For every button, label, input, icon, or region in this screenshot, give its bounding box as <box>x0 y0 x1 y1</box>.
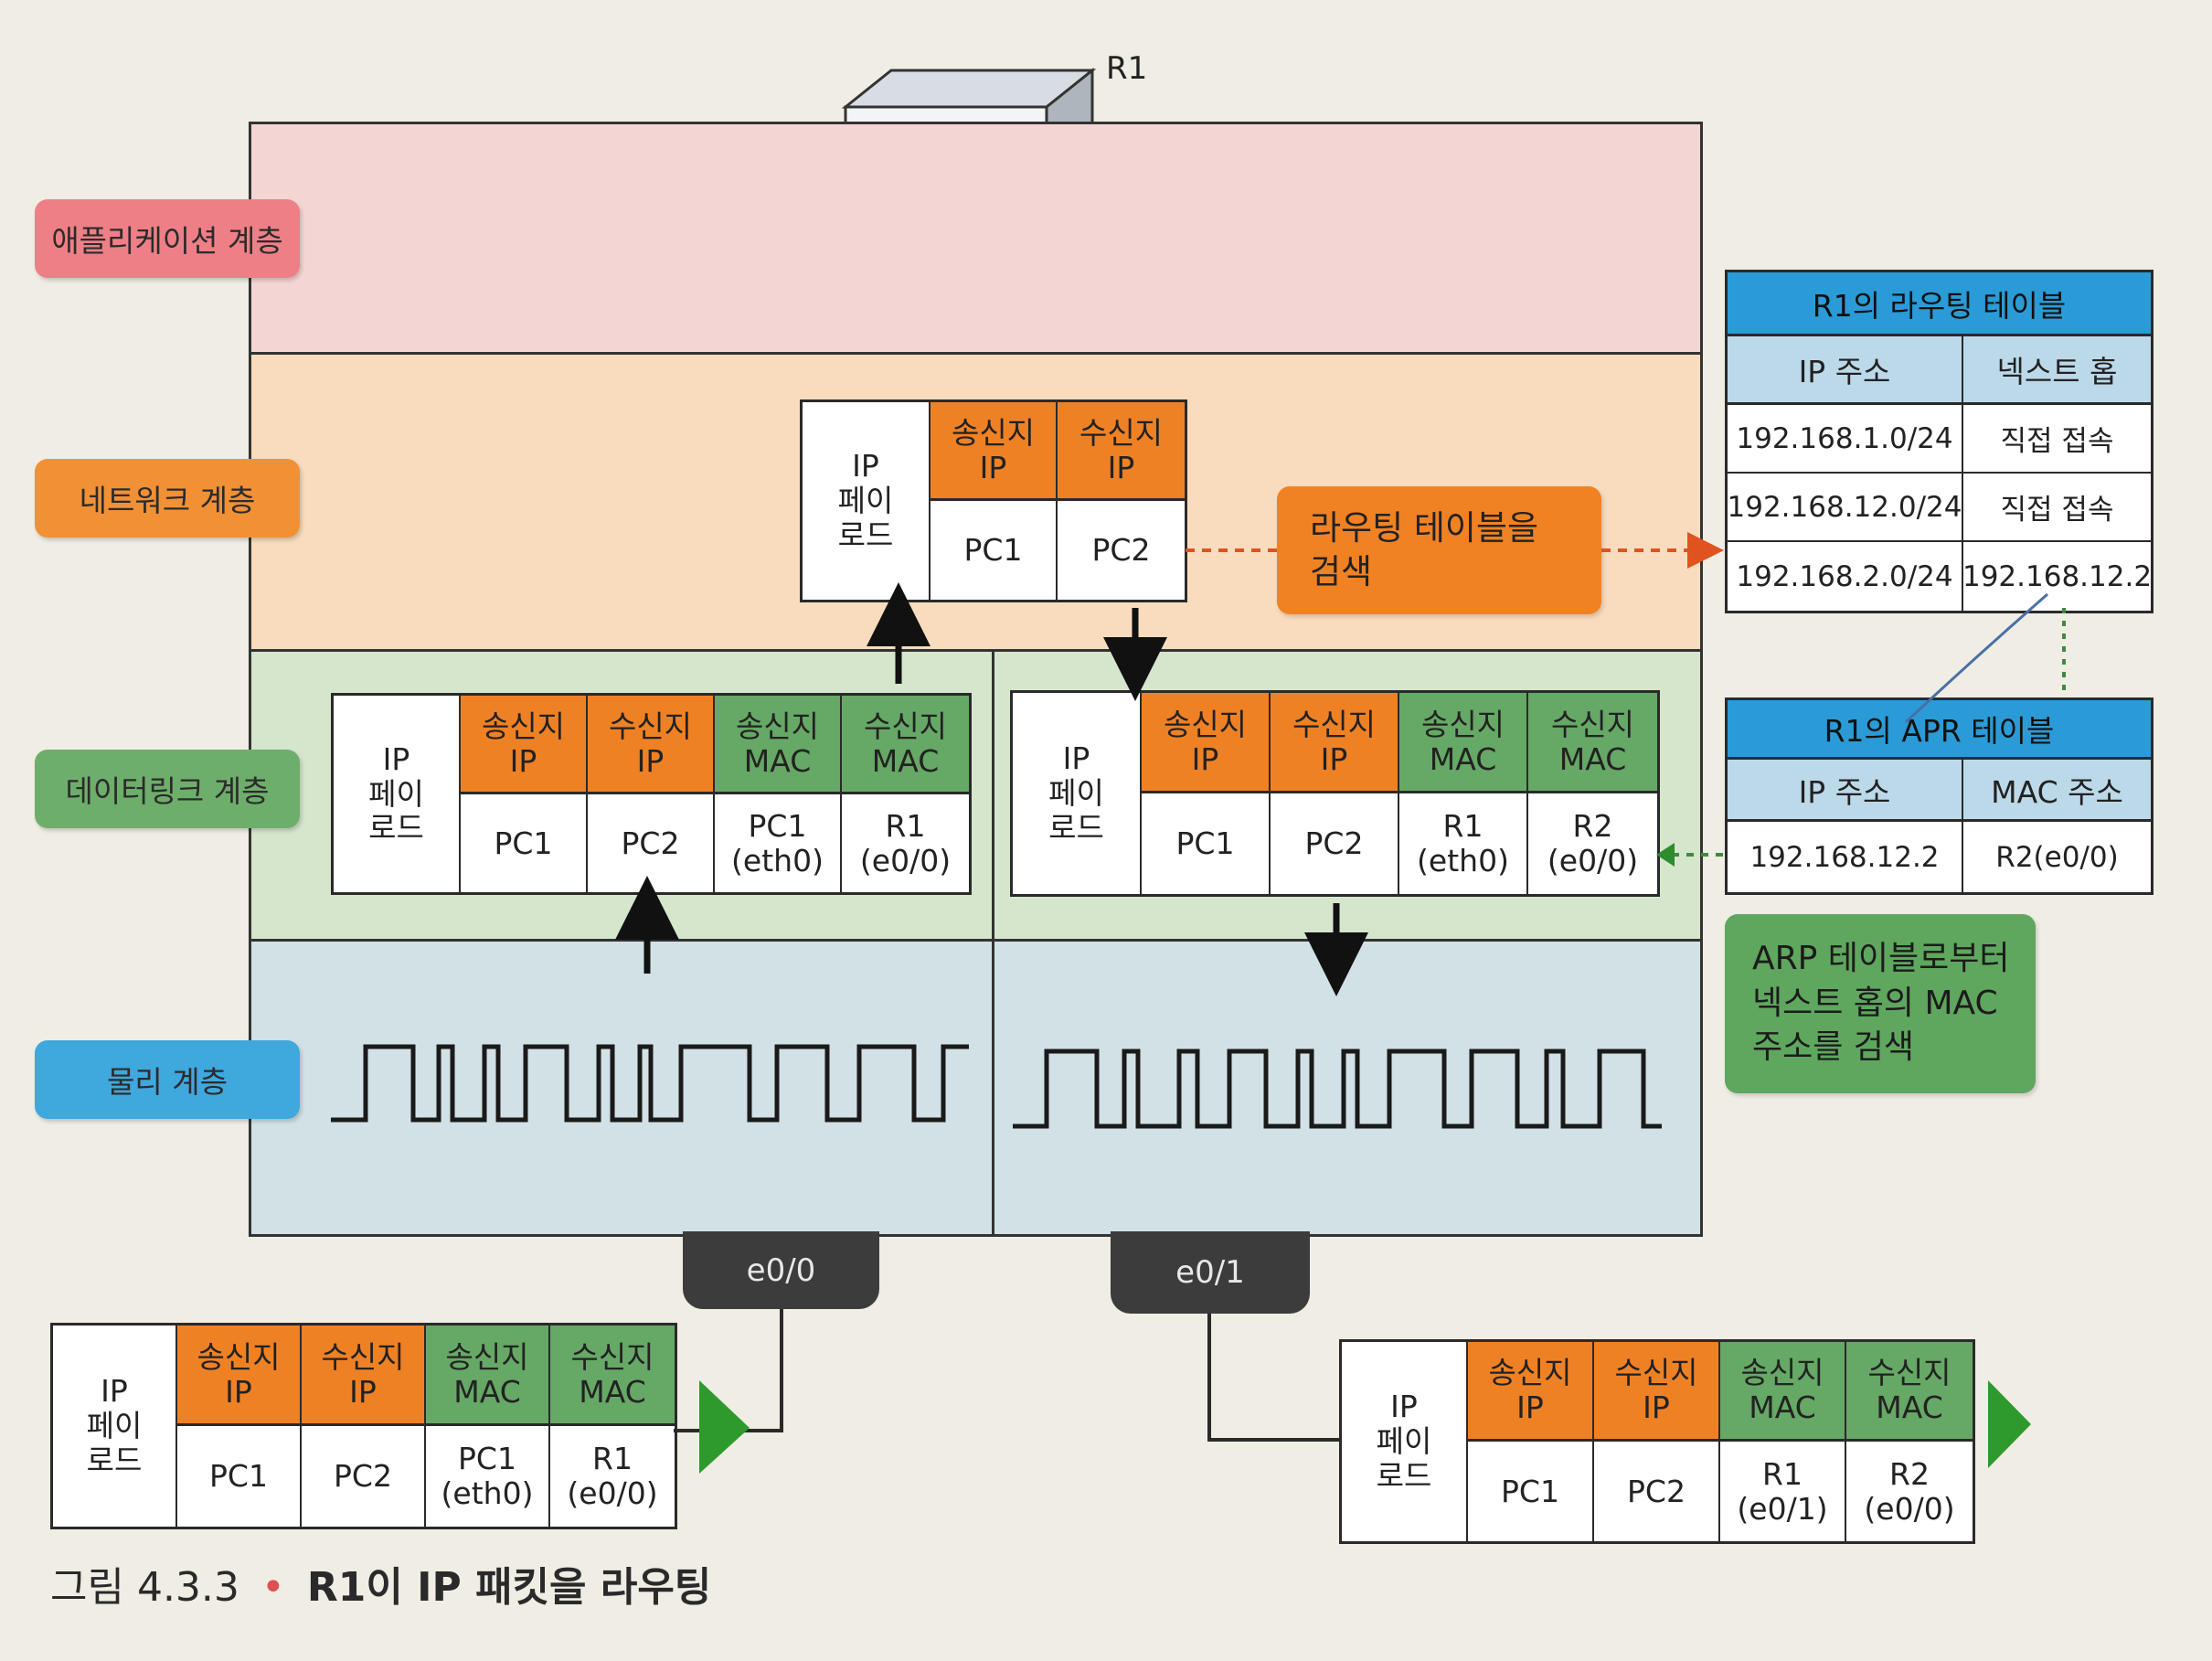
physical-layer-badge: 물리 계층 <box>35 1040 300 1119</box>
routing-row-1-ip: 192.168.1.0/24 <box>1728 405 1963 474</box>
src-ip-header: 송신지 IP <box>1142 693 1271 793</box>
figure-number: 그림 4.3.3 <box>50 1564 239 1611</box>
physical-layer-band <box>249 939 1703 1237</box>
left-ethernet-frame: IP 페이 로드 송신지 IP 수신지 IP 송신지 MAC 수신지 MAC P… <box>331 693 972 895</box>
dst-mac-value: R2 (e0/0) <box>1864 1455 1955 1527</box>
router-label: R1 <box>1106 50 1148 87</box>
src-mac-value: R1 (eth0) <box>1399 793 1528 894</box>
dst-ip-value: PC2 <box>1091 532 1151 569</box>
datalink-layer-badge: 데이터링크 계층 <box>35 750 300 828</box>
routing-search-note: 라우팅 테이블을 검색 <box>1277 486 1601 614</box>
src-ip-header: 송신지 IP <box>461 696 588 794</box>
src-ip-header: 송신지 IP <box>1468 1342 1594 1442</box>
dst-ip-header: 수신지 IP <box>302 1326 426 1426</box>
arp-row-1-ip: 192.168.12.2 <box>1728 822 1963 892</box>
payload-cell: IP 페이 로드 <box>334 696 461 892</box>
dst-ip-header: 수신지 IP <box>1594 1342 1720 1442</box>
payload-cell: IP 페이 로드 <box>803 402 931 600</box>
src-ip-value: PC1 <box>931 501 1058 600</box>
outgoing-ethernet-frame: IP 페이 로드 송신지 IP 수신지 IP 송신지 MAC 수신지 MAC P… <box>1339 1339 1975 1544</box>
routing-col-ip: IP 주소 <box>1728 336 1963 405</box>
dst-ip-value: PC2 <box>588 794 715 892</box>
arp-col-ip: IP 주소 <box>1728 760 1963 822</box>
dst-ip-value: PC2 <box>1594 1442 1720 1541</box>
payload-cell: IP 페이 로드 <box>53 1326 177 1527</box>
routing-row-3-nexthop: 192.168.12.2 <box>1962 559 2153 593</box>
routing-search-text: 라우팅 테이블을 검색 <box>1310 507 1539 591</box>
port-e0-1: e0/1 <box>1111 1231 1310 1314</box>
right-ethernet-frame: IP 페이 로드 송신지 IP 수신지 IP 송신지 MAC 수신지 MAC P… <box>1010 690 1660 897</box>
outgoing-connector <box>1207 1314 1339 1442</box>
src-mac-header: 송신지 MAC <box>426 1326 550 1426</box>
dst-mac-value: R2 (e0/0) <box>1547 808 1639 878</box>
dst-mac-value: R1 (e0/0) <box>567 1441 658 1511</box>
arp-search-text: ARP 테이블로부터 넥스트 홉의 MAC 주소를 검색 <box>1752 940 2010 1067</box>
routing-row-1-nexthop: 직접 접속 <box>1963 405 2151 474</box>
incoming-direction-arrow <box>699 1380 750 1474</box>
src-ip-value: PC1 <box>177 1426 302 1527</box>
src-ip-header: 송신지 IP <box>177 1326 302 1426</box>
arp-table-title: R1의 APR 테이블 <box>1728 700 2151 760</box>
routing-table-title: R1의 라우팅 테이블 <box>1728 272 2151 336</box>
nexthop-to-arp-line <box>1904 592 2048 724</box>
arp-table: R1의 APR 테이블 IP 주소 MAC 주소 192.168.12.2 R2… <box>1725 697 2154 895</box>
arp-lookup-arrowhead <box>1656 843 1675 867</box>
routing-col-nexthop: 넥스트 홉 <box>1963 336 2151 405</box>
application-layer-band <box>249 122 1703 355</box>
caption-bullet: • <box>261 1564 285 1611</box>
src-ip-value: PC1 <box>1468 1442 1594 1541</box>
src-mac-header: 송신지 MAC <box>1399 693 1528 793</box>
figure-title: R1이 IP 패킷을 라우팅 <box>306 1564 712 1611</box>
figure-caption: 그림 4.3.3 • R1이 IP 패킷을 라우팅 <box>50 1554 711 1613</box>
src-mac-header: 송신지 MAC <box>715 696 842 794</box>
outgoing-direction-arrow <box>1988 1380 2031 1468</box>
routing-row-2-ip: 192.168.12.0/24 <box>1728 474 1963 542</box>
arp-row-1-mac: R2(e0/0) <box>1995 840 2119 874</box>
port-e0-0: e0/0 <box>683 1231 879 1309</box>
routing-row-2-nexthop: 직접 접속 <box>1963 474 2151 542</box>
dst-ip-header: 수신지 IP <box>1058 402 1185 501</box>
payload-cell: IP 페이 로드 <box>1013 693 1142 894</box>
dst-mac-header: 수신지 MAC <box>1528 693 1657 793</box>
dst-mac-header: 수신지 MAC <box>842 696 969 794</box>
right-physical-signal <box>1013 1049 1662 1129</box>
routing-table: R1의 라우팅 테이블 IP 주소 넥스트 홉 192.168.1.0/24 직… <box>1725 270 2154 613</box>
src-ip-value: PC1 <box>461 794 588 892</box>
network-ip-packet: IP 페이 로드 송신지 IP 수신지 IP PC1 PC2 <box>800 399 1187 602</box>
routing-row-3-ip: 192.168.2.0/24 <box>1728 542 1963 611</box>
left-physical-signal <box>331 1044 969 1123</box>
dst-ip-header: 수신지 IP <box>1271 693 1399 793</box>
src-mac-value: PC1 (eth0) <box>715 794 842 892</box>
arp-search-note: ARP 테이블로부터 넥스트 홉의 MAC 주소를 검색 <box>1725 914 2036 1093</box>
dst-mac-header: 수신지 MAC <box>1846 1342 1973 1442</box>
application-layer-badge: 애플리케이션 계층 <box>35 199 300 278</box>
src-ip-header: 송신지 IP <box>931 402 1058 501</box>
src-mac-header: 송신지 MAC <box>1720 1342 1846 1442</box>
src-mac-value: PC1 (eth0) <box>426 1426 550 1527</box>
src-mac-value: R1 (e0/1) <box>1720 1442 1846 1541</box>
payload-cell: IP 페이 로드 <box>1342 1342 1468 1541</box>
dst-mac-value: R1 (e0/0) <box>859 807 952 878</box>
dst-ip-value: PC2 <box>302 1426 426 1527</box>
dst-mac-header: 수신지 MAC <box>550 1326 675 1426</box>
arp-col-mac: MAC 주소 <box>1963 760 2151 822</box>
interface-divider <box>992 649 994 1234</box>
dst-ip-value: PC2 <box>1271 793 1399 894</box>
dst-ip-header: 수신지 IP <box>588 696 715 794</box>
incoming-ethernet-frame: IP 페이 로드 송신지 IP 수신지 IP 송신지 MAC 수신지 MAC P… <box>50 1323 677 1529</box>
src-ip-value: PC1 <box>1142 793 1271 894</box>
network-layer-badge: 네트워크 계층 <box>35 459 300 538</box>
